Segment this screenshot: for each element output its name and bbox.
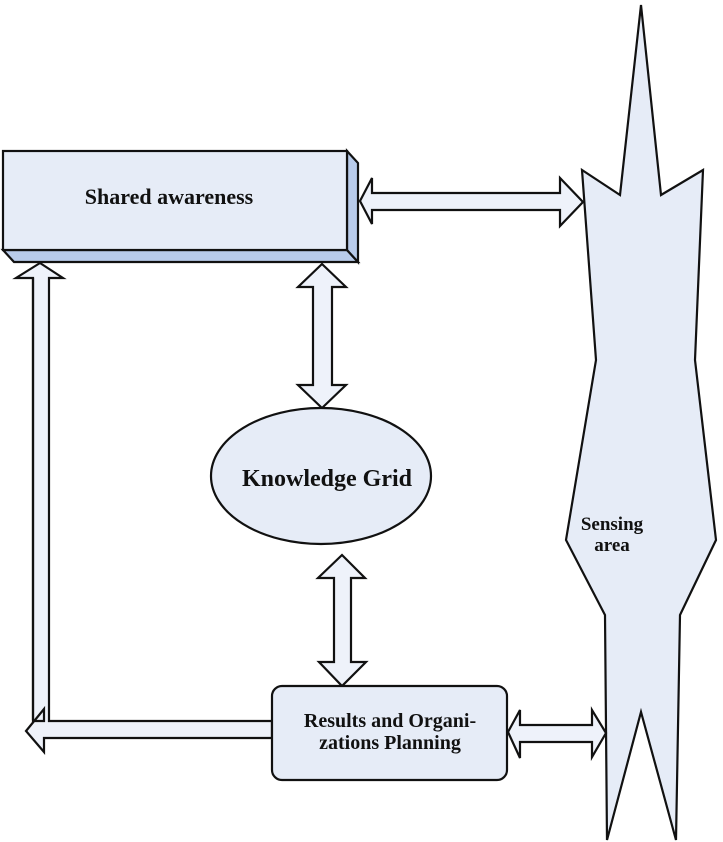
arrow-results-to-shared	[12, 261, 274, 755]
results-planning-box	[270, 684, 509, 782]
arrow-shared-to-knowledge	[295, 262, 349, 410]
sensing-area-label-line2: area	[594, 535, 630, 556]
sensing-area-label-line1: Sensing	[581, 514, 644, 535]
knowledge-grid-label: Knowledge Grid	[242, 466, 413, 492]
shared-awareness-label: Shared awareness	[85, 184, 254, 209]
shared-awareness-box	[0, 148, 361, 265]
results-planning-label-line2: zations Planning	[319, 732, 461, 754]
arrow-results-to-sensing	[506, 706, 608, 762]
arrow-shared-to-sensing	[358, 175, 585, 229]
arrow-knowledge-to-results	[315, 553, 369, 688]
results-planning-label-line1: Results and Organi-	[304, 710, 476, 732]
knowledge-grid-ellipse	[209, 406, 433, 546]
sensing-area-shape	[564, 4, 718, 841]
